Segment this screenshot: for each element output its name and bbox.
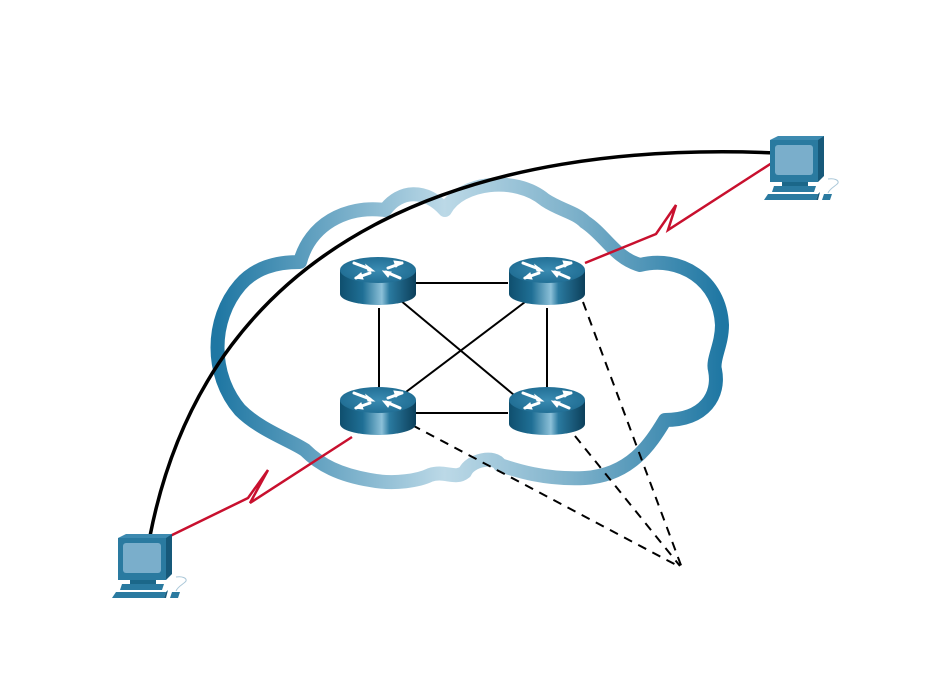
router-bottom-right[interactable] (507, 385, 587, 437)
router-bottom-left[interactable] (338, 385, 418, 437)
router-top-left[interactable] (338, 255, 418, 307)
pc-top-right[interactable] (763, 135, 839, 201)
router-mesh-links (378, 282, 548, 414)
pc-icon (763, 135, 839, 201)
serial-links (167, 157, 779, 539)
dashed-link-br (574, 435, 681, 567)
dashed-link-tr (582, 301, 683, 569)
router-top-right[interactable] (507, 255, 587, 307)
serial-link-top-right (584, 157, 779, 265)
pc-icon (111, 533, 187, 599)
link-arc-pc-to-pc (148, 150, 777, 537)
dashed-link-bl (411, 424, 681, 568)
cloud-outline (210, 177, 729, 490)
dashed-links (411, 301, 683, 569)
serial-link-bottom-left (167, 435, 353, 539)
link-tr-bl (397, 301, 526, 399)
pc-bottom-left[interactable] (111, 533, 187, 599)
network-cloud (210, 177, 729, 490)
